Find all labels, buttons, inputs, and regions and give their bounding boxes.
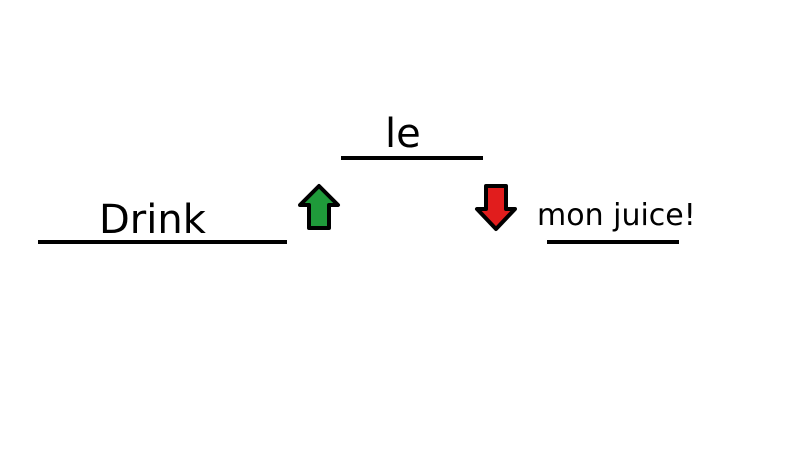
down-arrow-icon bbox=[475, 184, 517, 231]
word-mon-juice: mon juice! bbox=[537, 198, 696, 233]
word-drink: Drink bbox=[99, 197, 206, 243]
underline-drink bbox=[38, 240, 287, 244]
underline-le bbox=[341, 156, 483, 160]
up-arrow-icon bbox=[298, 184, 340, 230]
word-le: le bbox=[385, 111, 421, 157]
underline-mon-juice bbox=[547, 240, 679, 244]
